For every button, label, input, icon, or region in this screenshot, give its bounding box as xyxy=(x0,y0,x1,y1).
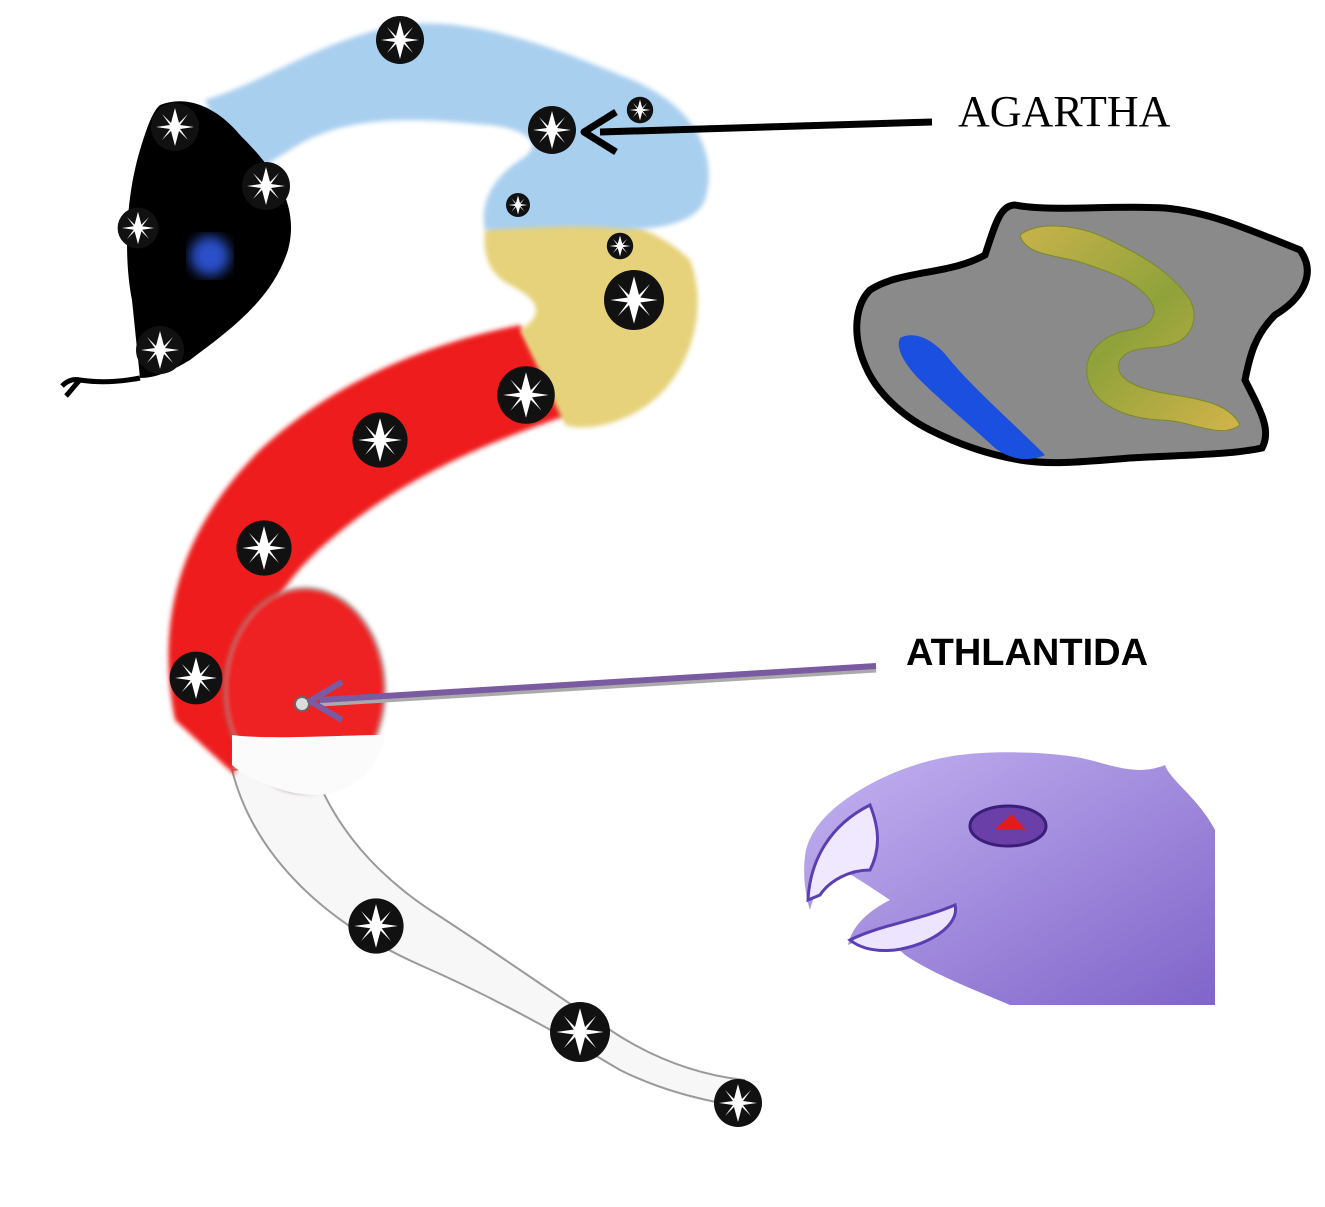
star-icon xyxy=(550,1002,610,1062)
forked-tongue xyxy=(62,378,140,396)
eagle-head-illustration xyxy=(804,752,1215,1005)
athlantida-arrow xyxy=(310,666,876,720)
star-icon xyxy=(170,652,223,705)
blue-eye-icon xyxy=(190,236,230,276)
athlantida-label: ATHLANTIDA xyxy=(906,632,1148,675)
star-icon xyxy=(528,106,576,154)
star-icon xyxy=(714,1079,762,1127)
star-icon xyxy=(352,412,407,467)
agartha-label: AGARTHA xyxy=(958,86,1170,137)
athlantida-point xyxy=(295,697,309,711)
star-icon xyxy=(627,97,653,123)
star-icon xyxy=(506,193,530,217)
star-icon xyxy=(604,270,664,330)
star-icon xyxy=(376,16,424,64)
star-icon xyxy=(136,326,184,374)
star-icon xyxy=(607,233,633,259)
star-icon xyxy=(236,520,291,575)
map-inset xyxy=(857,205,1308,463)
star-icon xyxy=(242,162,290,210)
tail-white-segment xyxy=(232,760,748,1108)
star-icon xyxy=(151,103,199,151)
star-icon xyxy=(348,898,403,953)
star-icon xyxy=(118,208,159,249)
star-icon xyxy=(497,366,555,424)
